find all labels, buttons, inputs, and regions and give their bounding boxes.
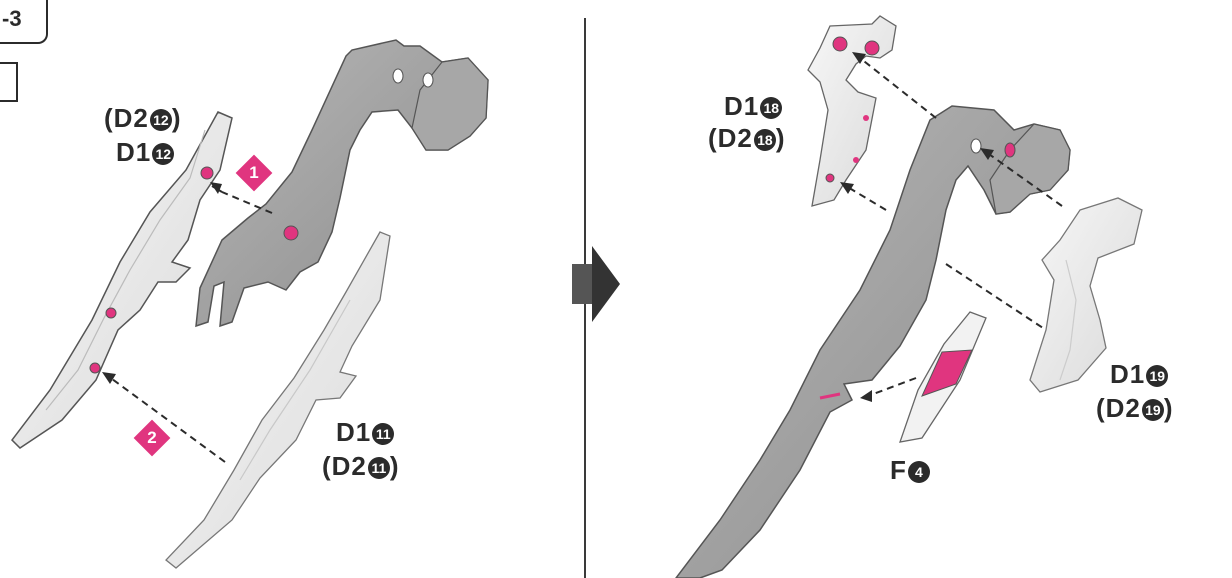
part-d1-18 xyxy=(808,16,896,206)
step-badge-2: 2 xyxy=(134,420,171,457)
peg-hole xyxy=(201,167,213,179)
step-badge-1: 1 xyxy=(236,155,273,192)
peg xyxy=(284,226,298,240)
peg-hole xyxy=(106,308,116,318)
peg-hole xyxy=(90,363,100,373)
arrow-right-icon xyxy=(572,246,620,322)
